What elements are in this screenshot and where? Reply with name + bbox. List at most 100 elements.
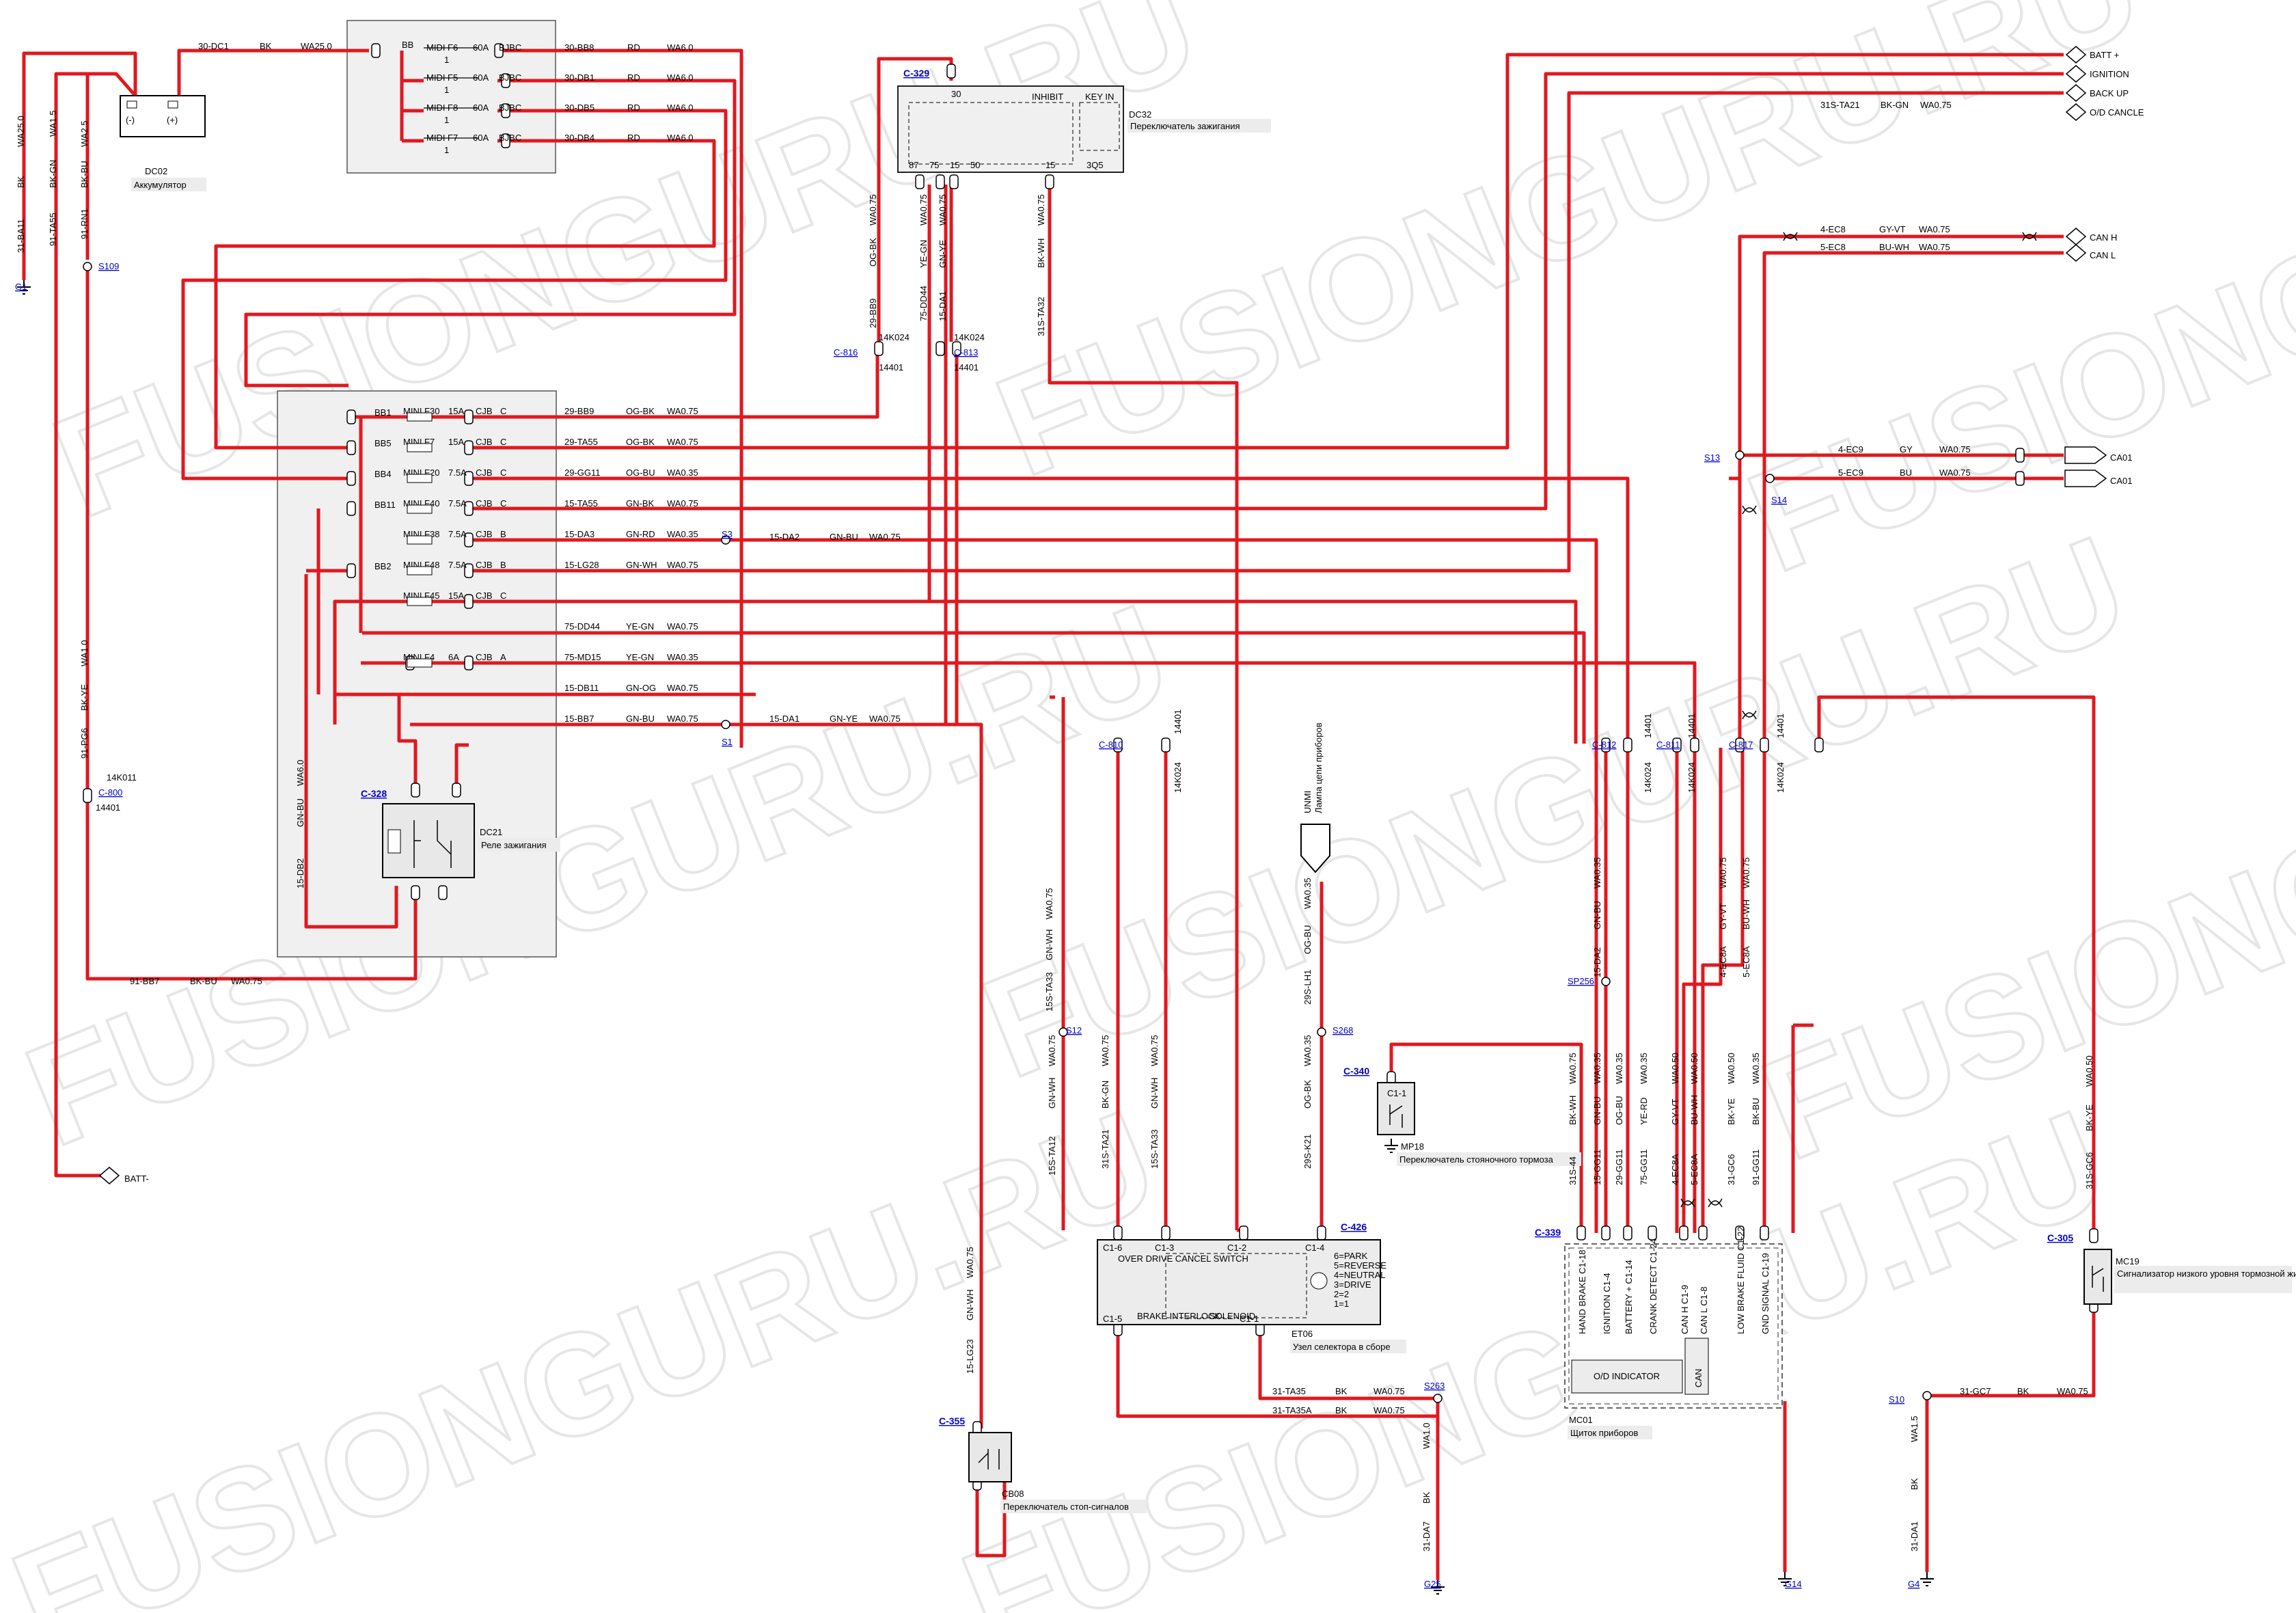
connector-c810[interactable]: C-810 — [1099, 740, 1123, 750]
wire-segment — [469, 476, 1630, 1233]
connector-c816[interactable]: C-816 — [834, 347, 858, 357]
connector-c813[interactable]: C-813 — [954, 347, 978, 357]
fuse-amp: 15A — [448, 437, 464, 447]
connector-pin — [1601, 1225, 1611, 1241]
c426-pin-2: C1-2 — [1227, 1243, 1246, 1253]
battery-wire-top-gauge: WA25.0 — [301, 41, 332, 51]
wire-segment — [1048, 185, 1239, 1230]
splice-sp256[interactable]: SP256 — [1568, 976, 1594, 986]
ign-pin-50: 50 — [970, 160, 980, 170]
cluster-pin-label: LOW BRAKE FLUID C1-22 — [1736, 1227, 1746, 1335]
s10-wire-id: 31-GC7 — [1960, 1386, 1991, 1396]
connector-c328[interactable]: C-328 — [361, 788, 387, 799]
c426-pin-1: C1-3 — [1155, 1243, 1174, 1253]
mid-vw1-gauge: WA0.75 — [1044, 888, 1054, 919]
splice-s263[interactable]: S263 — [1424, 1381, 1445, 1391]
connector-c812[interactable]: C-812 — [1592, 740, 1616, 750]
wire-segment — [1817, 695, 2096, 1237]
w-b-color: GN-WH — [1149, 1078, 1160, 1109]
port-label: O/D CANCLE — [2090, 107, 2144, 118]
pg6-id: 91-PG6 — [79, 728, 90, 759]
ign-w3-gauge: WA0.75 — [938, 194, 948, 226]
fuse-wire-id: 30-DB4 — [564, 133, 594, 143]
splice-s3[interactable]: S3 — [722, 529, 733, 539]
solenoid-label: SOLENOID — [1210, 1311, 1255, 1321]
connector-pin — [438, 885, 448, 900]
ignition-switch: C-329 30 INHIBIT KEY IN 87 75 15 50 15 3… — [834, 68, 1271, 372]
fuse-wire-gauge: WA0.75 — [667, 406, 698, 416]
fuse-body — [407, 504, 433, 514]
gnd-w2-gauge: WA0.75 — [1374, 1405, 1405, 1415]
fuse-cjb: CJB — [476, 652, 493, 662]
connector-c340[interactable]: C-340 — [1343, 1066, 1369, 1076]
ground-g14[interactable]: G14 — [1785, 1579, 1802, 1589]
mc01-code: MC01 — [1569, 1415, 1593, 1425]
gnd-w1-id: 31-TA35 — [1272, 1386, 1306, 1396]
fuse-cjb: CJB — [476, 406, 493, 416]
fuse-bjb: BJBC — [499, 103, 521, 113]
cluster-wire-id: 91-GG11 — [1751, 1149, 1761, 1185]
fusebox-top — [346, 20, 556, 174]
fuse-wire-gauge: WA0.75 — [667, 498, 698, 509]
cluster-top-gauge: WA0.75 — [1741, 857, 1751, 889]
splice-s1[interactable]: S1 — [722, 737, 733, 747]
w-d-id: 15S-TA12 — [1047, 1136, 1057, 1176]
connector-pin — [346, 440, 356, 455]
relay-contact — [413, 820, 452, 868]
cluster-wire-color: YE-RD — [1639, 1098, 1649, 1125]
connector-pin — [1679, 1225, 1689, 1241]
connector-c800[interactable]: C-800 — [98, 787, 122, 798]
cluster-wire-gauge: WA0.35 — [1614, 1053, 1624, 1084]
connector-pin — [464, 440, 474, 455]
bat-v2-id: 91-TA55 — [48, 213, 58, 246]
connector-pin — [949, 174, 959, 189]
mc19-body — [2083, 1249, 2112, 1305]
ign-pin-87: 87 — [909, 160, 918, 170]
fuse-wire-color: GN-BK — [626, 498, 655, 509]
connector-c329[interactable]: C-329 — [903, 68, 929, 79]
ign-w1-gauge: WA0.75 — [868, 194, 878, 226]
battery: (-) (+) DC02 Аккумулятор 30-DC1 BK WA25.… — [15, 41, 332, 292]
fuse-amp: 15A — [448, 591, 464, 601]
selector-inner-dash — [1165, 1253, 1307, 1318]
ign-pin-30: 30 — [951, 89, 961, 99]
wire-segment — [469, 91, 2064, 573]
splice-s10[interactable]: S10 — [1889, 1394, 1904, 1405]
bat-v2-color: BK-GN — [48, 160, 58, 188]
connector-c339[interactable]: C-339 — [1535, 1227, 1561, 1238]
connector-pin — [346, 563, 356, 578]
connector-c305[interactable]: C-305 — [2047, 1232, 2073, 1243]
connector-c817[interactable]: C-817 — [1729, 740, 1753, 750]
cluster-conn-p: 14401 — [1775, 714, 1786, 738]
fuse-wire-color: YE-GN — [626, 621, 654, 632]
ca-port-label: CA01 — [2110, 476, 2133, 486]
parking-brake-switch — [1377, 1082, 1415, 1135]
w-c-gauge: WA0.35 — [1302, 1035, 1313, 1066]
twisted-pair-mark — [1680, 1198, 1695, 1208]
fuse-wire-color: GN-OG — [626, 683, 656, 693]
ground-g25[interactable]: G25 — [1424, 1579, 1441, 1589]
connector-c355[interactable]: C-355 — [939, 1415, 965, 1426]
splice-s268[interactable]: S268 — [1332, 1025, 1353, 1035]
wire-segment — [397, 694, 418, 797]
fuse-body — [407, 474, 433, 483]
cluster-conn-k: 14K024 — [1643, 762, 1653, 793]
ground-g4[interactable]: G4 — [1908, 1579, 1919, 1589]
splice-s12[interactable]: S12 — [1066, 1025, 1082, 1035]
fuse-cjb-c: B — [500, 529, 506, 539]
connector-pin — [874, 341, 884, 356]
splice-s109-label[interactable]: S109 — [98, 261, 119, 271]
cluster-wire-id: 15-GG11 — [1592, 1149, 1602, 1185]
bat-v3-color: BK-BU — [79, 161, 90, 188]
w-c-id: 29S-K21 — [1302, 1134, 1313, 1169]
ground-g1-label[interactable]: G1 — [15, 282, 27, 292]
fuse-wire-id: 30-DB5 — [564, 103, 594, 113]
fuse-wire-color: GN-WH — [626, 560, 657, 570]
ign-w2-gauge: WA0.75 — [918, 194, 929, 226]
connector-pin — [83, 788, 92, 803]
mid-vw2-color: OG-BU — [1302, 925, 1313, 954]
fuse-body — [407, 412, 433, 422]
ign-w4-color: BK-WH — [1036, 239, 1046, 268]
connector-c426[interactable]: C-426 — [1341, 1221, 1367, 1232]
connector-c811[interactable]: C-811 — [1656, 740, 1680, 750]
